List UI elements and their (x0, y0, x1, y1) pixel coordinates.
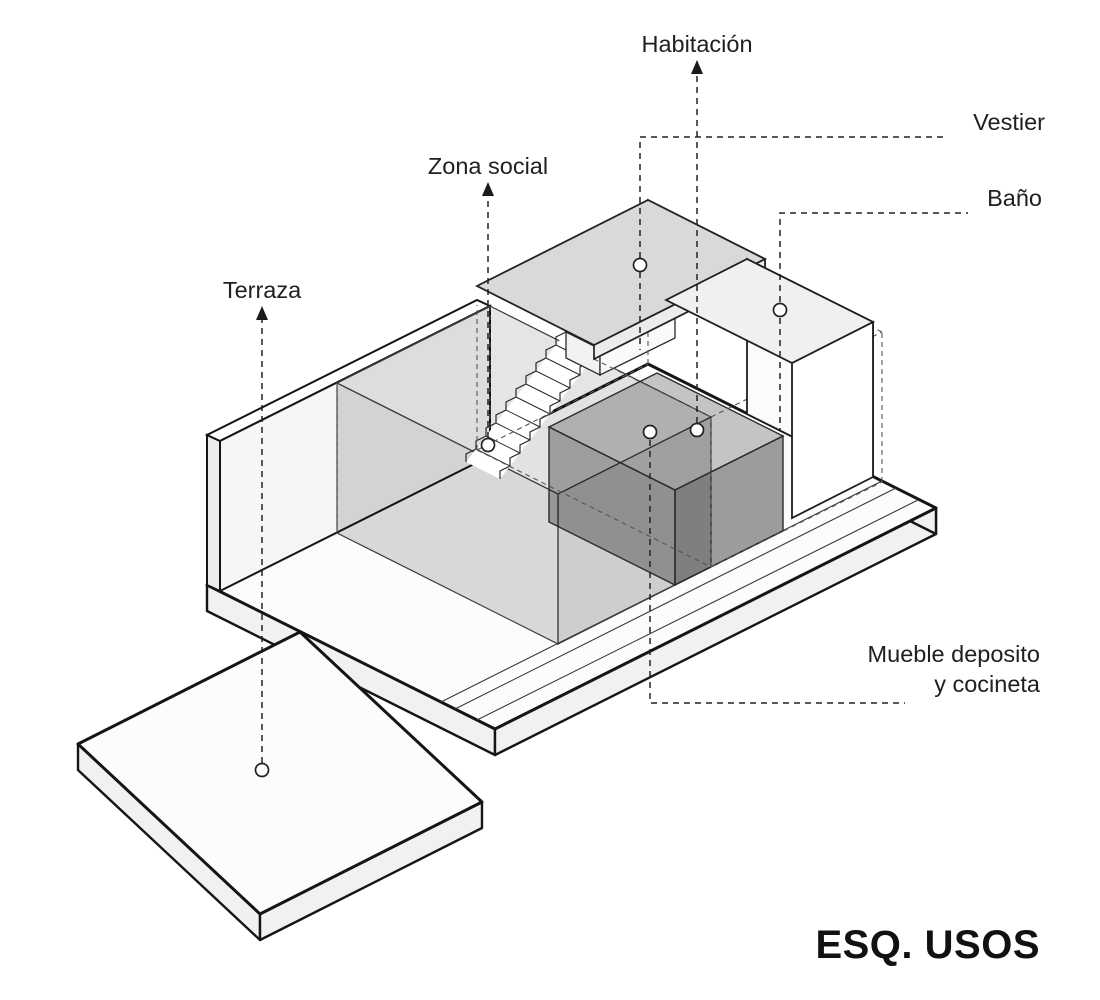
wall-left-face (206, 433, 221, 593)
mueble-leader (649, 440, 905, 704)
vestier-marker (632, 257, 648, 273)
vestier-label: Vestier (973, 109, 1045, 135)
terraza-marker (254, 762, 270, 778)
diagram-title: ESQ. USOS (815, 923, 1040, 967)
zona-social-marker (480, 437, 496, 453)
bano-label: Baño (987, 185, 1042, 211)
mueble-marker (642, 424, 658, 440)
zona-social-arrow (482, 182, 494, 196)
labels: Habitación Vestier Baño Zona social Terr… (223, 31, 1045, 967)
bano-leader (779, 212, 968, 430)
bano-marker (772, 302, 788, 318)
habitacion-label: Habitación (641, 31, 752, 57)
zona-social-hidden-edges (336, 306, 491, 533)
vestier-leader (639, 136, 948, 350)
mueble-cube-front-face (674, 434, 784, 587)
zona-social-label: Zona social (428, 153, 548, 179)
back-wall (204, 298, 493, 593)
habitacion-arrow (691, 60, 703, 74)
mueble-label-line1: Mueble deposito (868, 641, 1040, 667)
mueble-label-line2: y cocineta (934, 671, 1041, 697)
terraza-label: Terraza (223, 277, 302, 303)
terraza-arrow (256, 306, 268, 320)
habitacion-marker (689, 422, 705, 438)
bano-top-face (663, 257, 876, 365)
annotations (254, 60, 968, 778)
terrace-top-face (76, 630, 484, 916)
mueble-cube (547, 372, 785, 587)
vestier-roof-top-face (474, 198, 768, 347)
terrace-slab (76, 630, 484, 942)
